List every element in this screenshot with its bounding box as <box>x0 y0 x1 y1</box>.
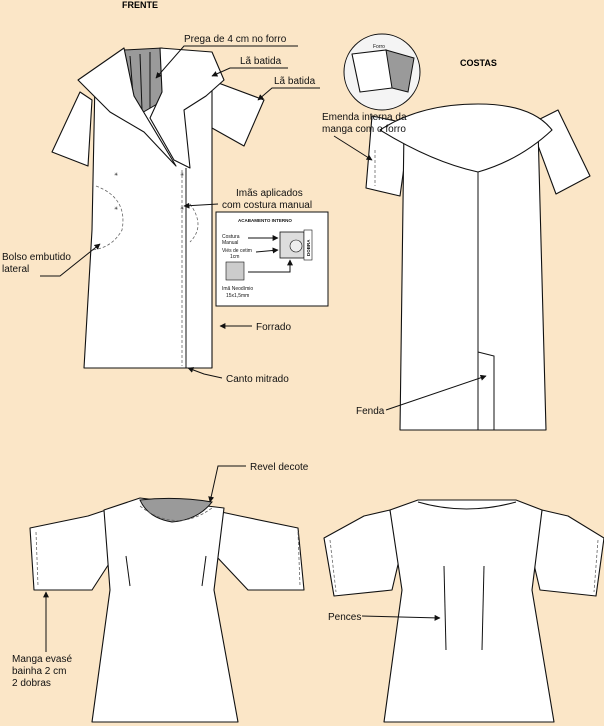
label-pences: Pences <box>328 612 361 623</box>
label-canto: Canto mitrado <box>226 374 289 385</box>
label-emenda-2: manga com o forro <box>322 124 406 135</box>
label-imas-1: Imãs aplicados <box>236 188 303 199</box>
label-manga-1: Manga evasé <box>12 654 72 665</box>
front-dress-neck-facing <box>139 497 213 523</box>
back-coat-drawing <box>365 103 591 431</box>
svg-text:Imã Neodímio: Imã Neodímio <box>222 286 253 292</box>
label-bolso-1: Bolso embutido <box>2 252 71 263</box>
svg-text:✳: ✳ <box>180 206 184 212</box>
svg-text:Viés de cetim: Viés de cetim <box>222 248 252 254</box>
back-dress-body <box>383 499 555 723</box>
label-forrado: Forrado <box>256 322 291 333</box>
back-coat-cape-yoke <box>379 103 553 173</box>
front-coat-left-sleeve <box>51 91 93 167</box>
label-revel: Revel decote <box>250 462 309 473</box>
front-dress-body <box>91 497 239 723</box>
interior-finish-inset: ACABAMENTO INTERNO Costura Manual Viés d… <box>215 211 329 307</box>
label-fenda: Fenda <box>356 406 385 417</box>
label-prega: Prega de 4 cm no forro <box>184 34 287 45</box>
label-emenda-1: Emenda interna da <box>322 112 407 123</box>
label-manga-2: bainha 2 cm <box>12 666 66 677</box>
svg-text:15x1,5mm: 15x1,5mm <box>226 293 249 299</box>
svg-text:1cm: 1cm <box>230 254 239 260</box>
forro-detail-inset: Forro <box>343 33 421 111</box>
front-dress-drawing <box>29 497 305 723</box>
svg-text:DOBRA: DOBRA <box>306 239 311 256</box>
back-coat-body <box>399 127 547 431</box>
svg-text:Manual: Manual <box>222 240 238 246</box>
svg-text:✳: ✳ <box>114 206 118 212</box>
back-dress-left-sleeve <box>323 509 401 597</box>
svg-text:✳: ✳ <box>180 172 184 178</box>
back-heading: COSTAS <box>460 58 497 68</box>
front-coat-right-lapel <box>149 47 225 169</box>
label-imas-2: com costura manual <box>222 200 312 211</box>
label-bolso-2: lateral <box>2 264 29 275</box>
back-dress-drawing <box>323 499 604 723</box>
label-la-batida-2: Lã batida <box>274 76 316 87</box>
svg-text:✳: ✳ <box>114 172 118 178</box>
label-la-batida-1: Lã batida <box>240 56 282 67</box>
forro-label: Forro <box>373 44 385 50</box>
back-dress-right-sleeve <box>531 509 604 597</box>
front-coat-drawing: ✳ ✳ ✳ ✳ <box>51 47 265 369</box>
svg-text:Costura: Costura <box>222 234 240 240</box>
front-heading: FRENTE <box>122 0 158 10</box>
front-dress-right-sleeve <box>211 509 305 591</box>
label-manga-3: 2 dobras <box>12 678 51 689</box>
inset-title: ACABAMENTO INTERNO <box>238 218 292 223</box>
front-dress-left-sleeve <box>29 509 115 591</box>
front-coat-left-lapel <box>77 47 177 167</box>
